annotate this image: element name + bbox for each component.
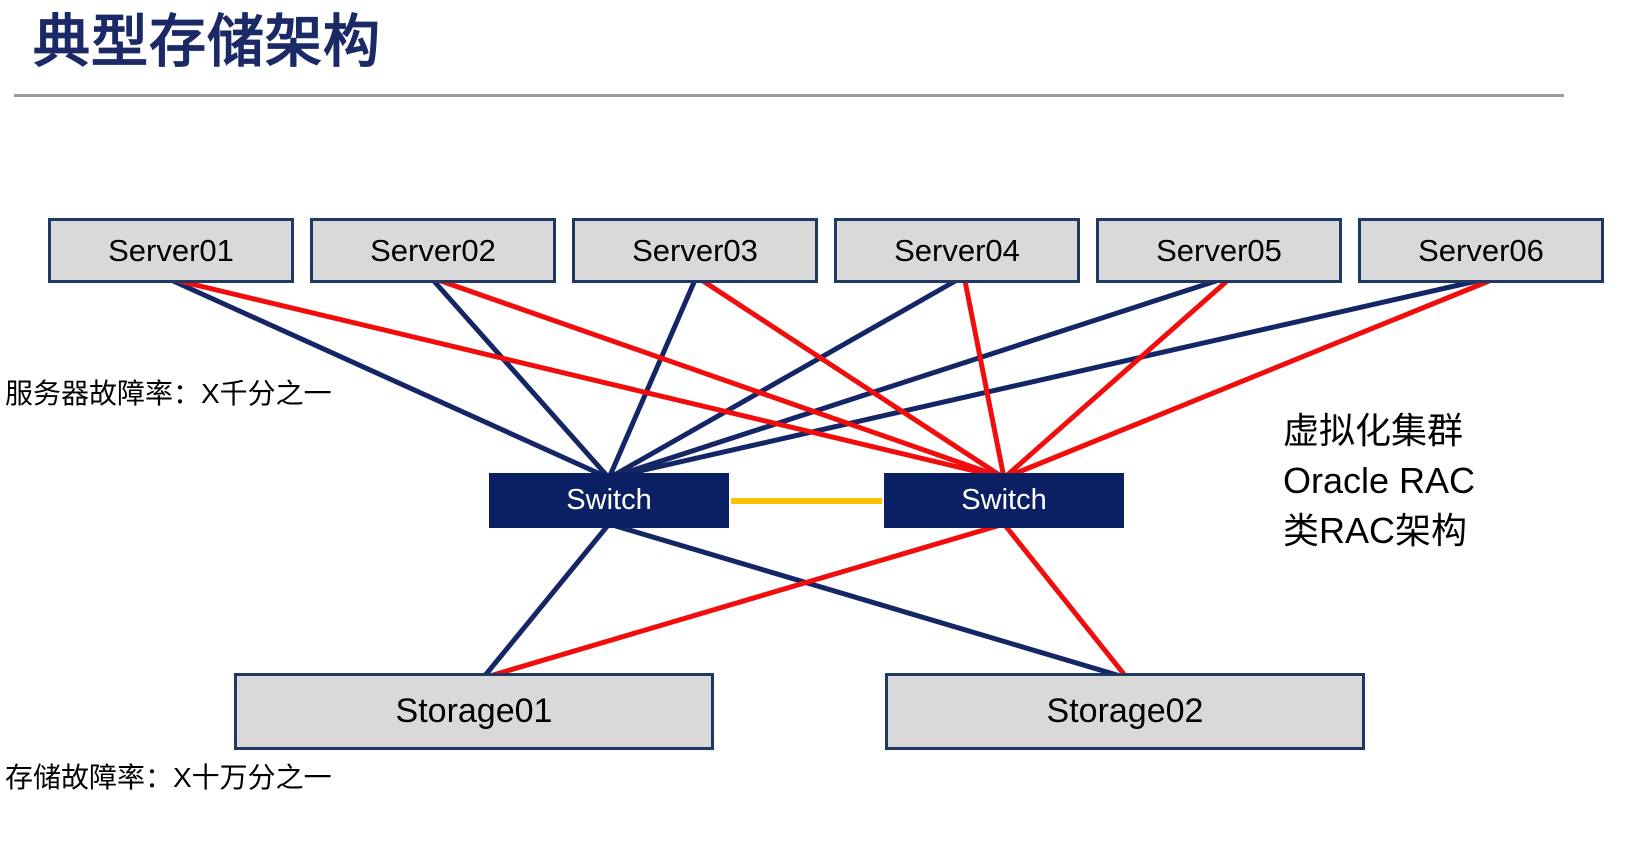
storage01-label: Storage01 (395, 692, 553, 730)
node-storage01: Storage01 (234, 673, 714, 750)
storage-failure-rate-note: 存储故障率：X十万分之一 (5, 762, 332, 793)
link-right-switch-storage02 (1001, 521, 1130, 681)
link-server05-left-switch (606, 277, 1222, 481)
link-right-switch-storage01 (480, 521, 1007, 681)
node-storage02: Storage02 (885, 673, 1365, 750)
node-server01: Server01 (48, 218, 294, 283)
link-server06-left-switch (606, 277, 1484, 481)
cluster-note-line2: Oracle RAC (1283, 460, 1476, 501)
link-server01-right-switch (176, 278, 1007, 481)
node-server04: Server04 (834, 218, 1080, 283)
node-switch-right: Switch (884, 473, 1124, 528)
link-server04-right-switch (962, 278, 1007, 481)
server-failure-rate-note: 服务器故障率：X千分之一 (5, 378, 332, 409)
link-server03-right-switch (700, 278, 1007, 481)
storage02-label: Storage02 (1046, 692, 1204, 730)
server03-label: Server03 (632, 232, 758, 268)
server06-label: Server06 (1418, 232, 1544, 268)
link-server05-right-switch (1001, 278, 1230, 481)
link-left-switch-storage01 (480, 521, 612, 681)
server04-label: Server04 (894, 232, 1020, 268)
link-server03-left-switch (606, 277, 698, 481)
server05-label: Server05 (1156, 232, 1282, 268)
switch-left-label: Switch (566, 484, 652, 516)
server01-label: Server01 (108, 232, 234, 268)
node-server06: Server06 (1358, 218, 1604, 283)
cluster-note-line1: 虚拟化集群 (1283, 410, 1464, 451)
node-server03: Server03 (572, 218, 818, 283)
link-server06-right-switch (1001, 278, 1492, 481)
link-server02-right-switch (438, 278, 1007, 481)
node-server05: Server05 (1096, 218, 1342, 283)
switch-right-label: Switch (961, 484, 1047, 516)
server02-label: Server02 (370, 232, 496, 268)
node-server02: Server02 (310, 218, 556, 283)
link-server02-left-switch (430, 277, 612, 481)
node-switch-left: Switch (489, 473, 729, 528)
cluster-note-line3: 类RAC架构 (1283, 510, 1468, 551)
cluster-note: 虚拟化集群 Oracle RAC 类RAC架构 (1283, 406, 1475, 556)
link-server04-left-switch (606, 277, 960, 481)
link-server01-left-switch (168, 277, 612, 481)
link-left-switch-storage02 (606, 521, 1130, 681)
title-divider (14, 94, 1564, 97)
page-title: 典型存储架构 (33, 10, 381, 74)
